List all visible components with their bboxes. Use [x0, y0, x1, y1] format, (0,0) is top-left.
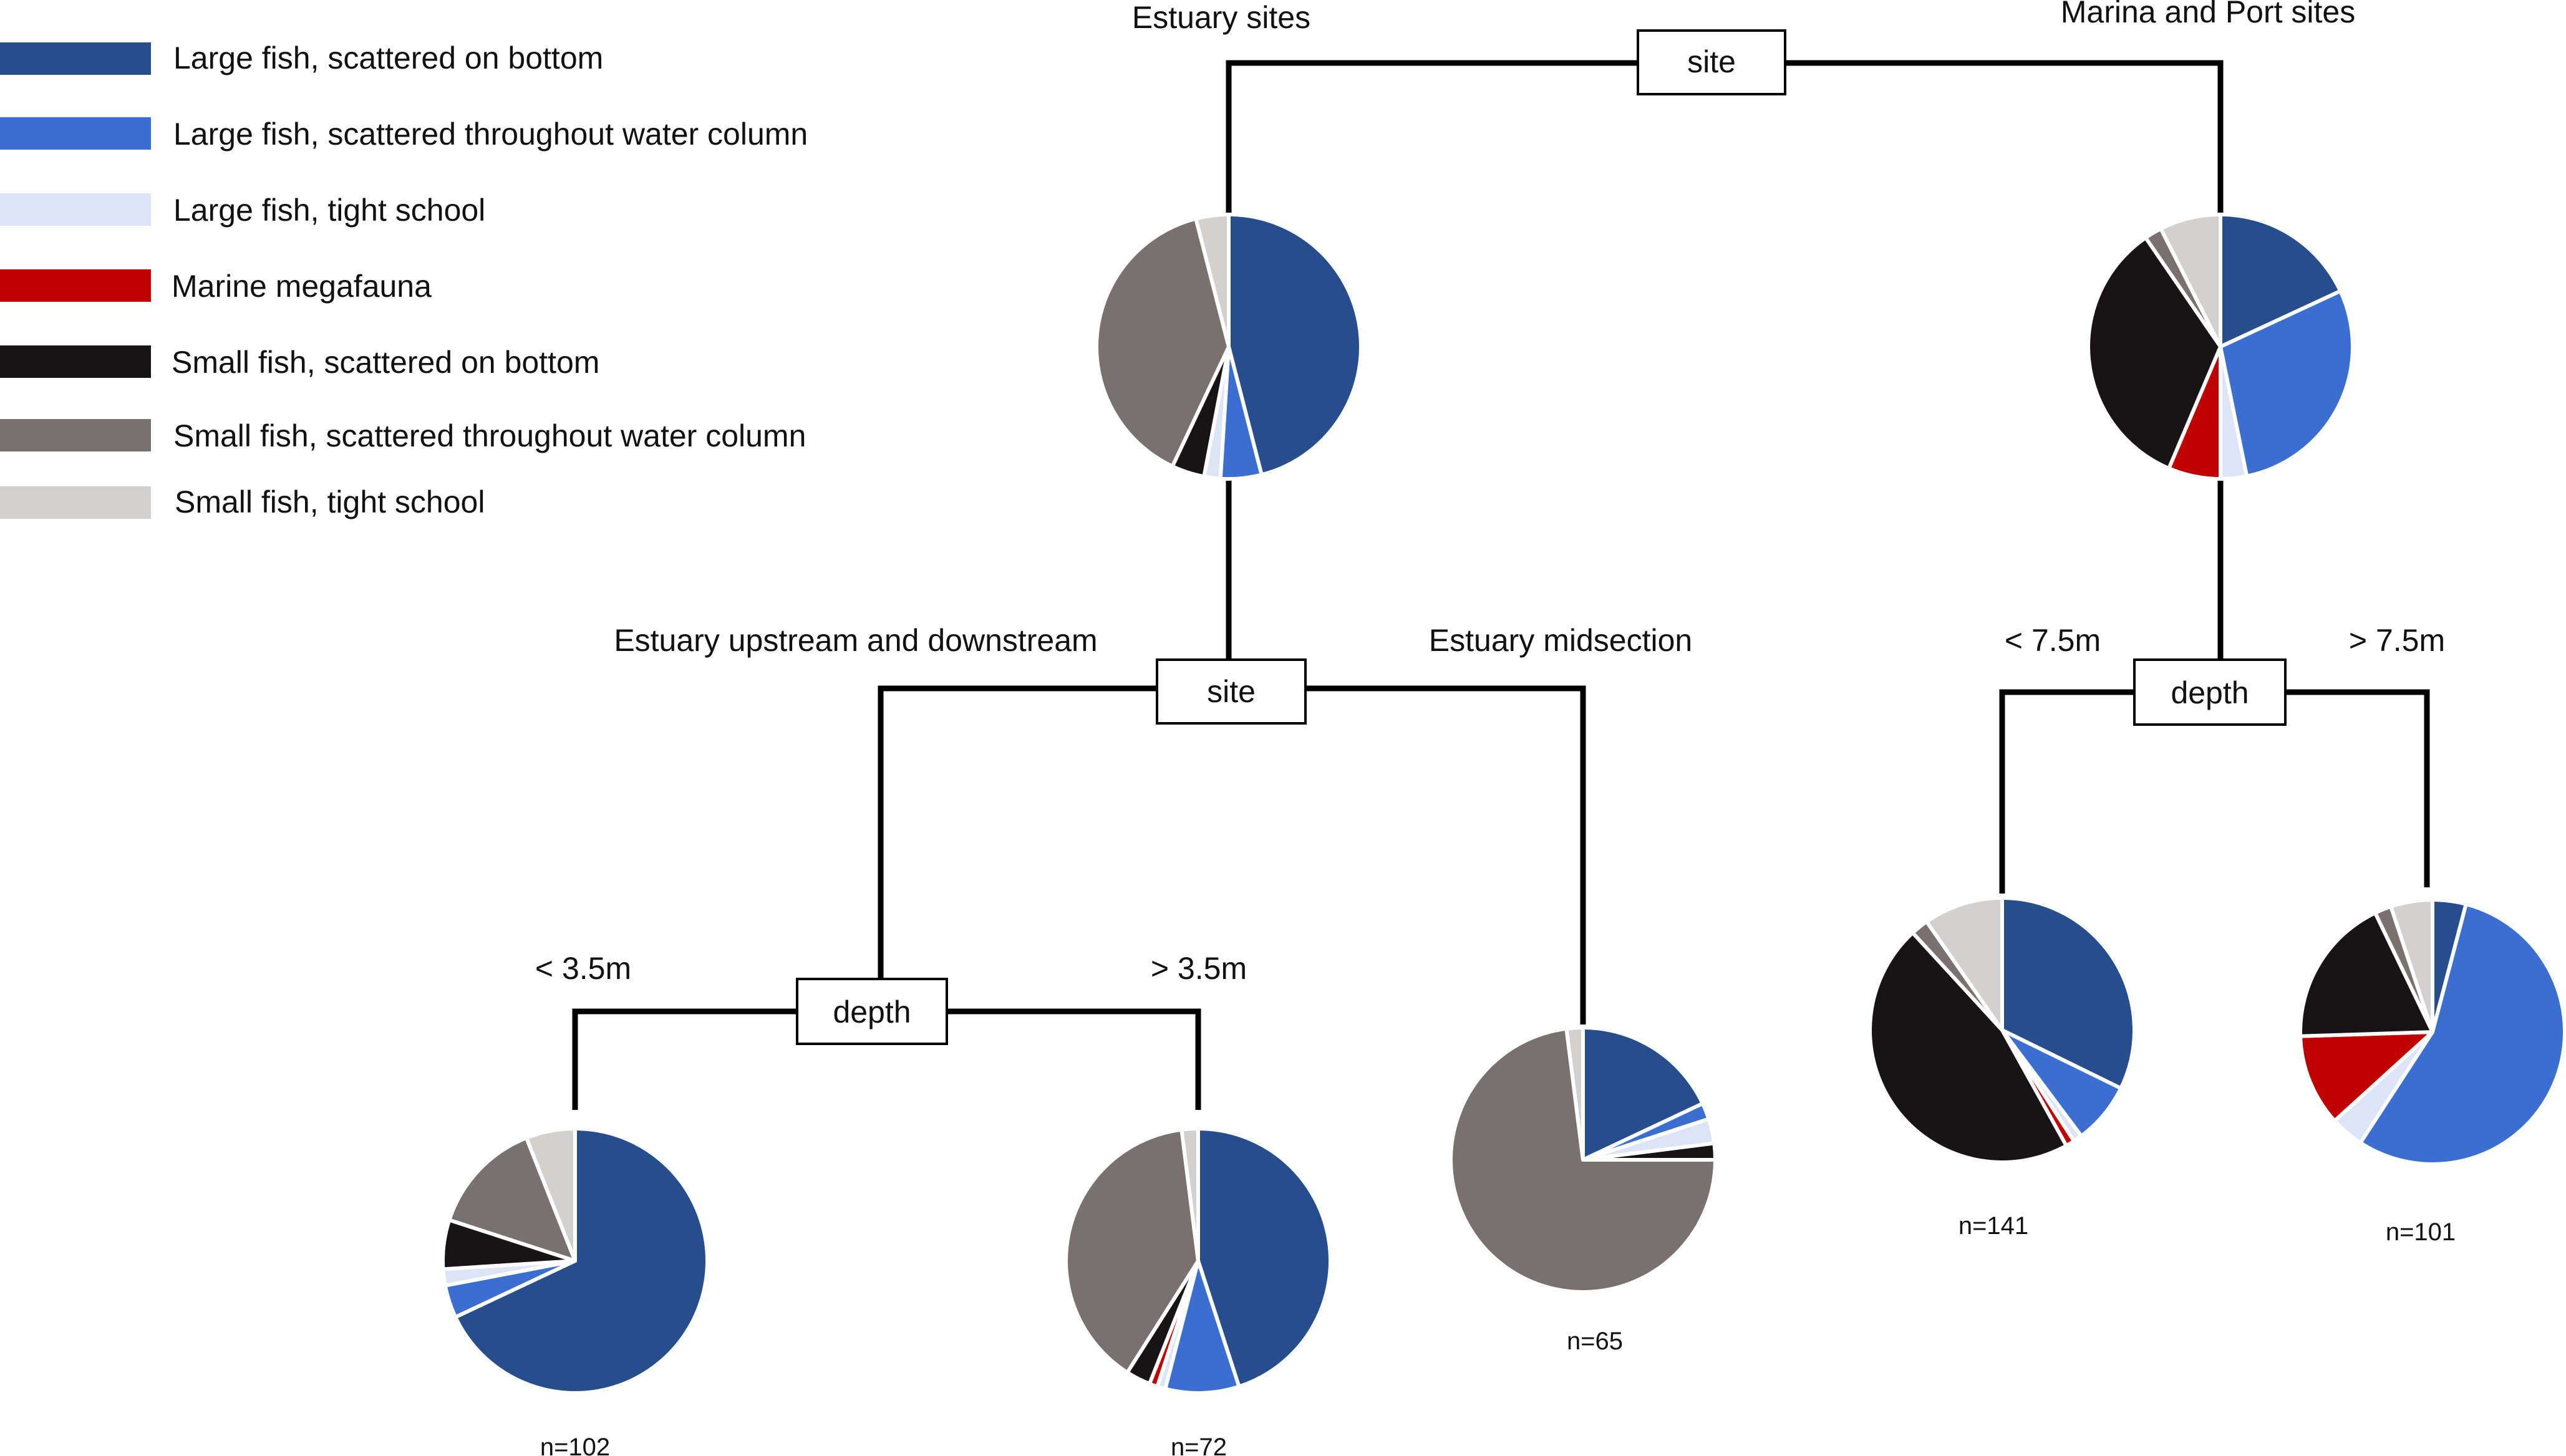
pie-slice-small-school: [2389, 898, 2434, 1034]
legend: Large fish, scattered on bottom Large fi…: [0, 41, 808, 519]
split-box-marina: [2133, 658, 2287, 726]
pie-marina-port-sites: [2086, 213, 2355, 481]
sample-size-labels: n=102 n=72 n=65 n=141 n=101: [540, 1212, 2456, 1456]
branch-label-ud-shallow: < 3.5m: [535, 951, 631, 986]
legend-label-small-bottom: Small fish, scattered on bottom: [172, 345, 599, 380]
split-box-estuary: [1156, 658, 1307, 725]
legend-label-large-school: Large fish, tight school: [173, 193, 485, 228]
pie-slice-small-column: [1064, 1127, 1200, 1374]
split-box-estuary-ud-label: depth: [833, 995, 911, 1029]
pie-slice-large-bottom: [1196, 1127, 1332, 1389]
connector-marina-left: [1999, 689, 2134, 894]
n-label-marina-shallow: n=141: [1958, 1212, 2028, 1240]
pie-slice-small-bottom: [2086, 236, 2222, 471]
pie-slice-large-bottom: [2000, 896, 2136, 1091]
connector-estuary-right: [1305, 685, 1586, 1025]
legend-swatch-large-bottom: [0, 42, 151, 75]
pie-estuary-mid: [1449, 1026, 1717, 1294]
connector-root-right: [1785, 60, 2224, 213]
n-label-marina-deep: n=101: [2386, 1218, 2456, 1246]
n-label-estuary-ud-deep: n=72: [1171, 1434, 1227, 1456]
connector-estuary-left: [878, 685, 1157, 980]
split-box-estuary-ud: [796, 978, 948, 1045]
legend-swatch-small-column: [0, 419, 151, 451]
pie-slice-megafauna: [2298, 1030, 2434, 1123]
legend-swatch-small-school: [0, 486, 151, 519]
branch-label-estuary-midsection: Estuary midsection: [1429, 623, 1692, 658]
pie-marina-deep: [2298, 898, 2566, 1166]
pie-marina-shallow: [1868, 896, 2136, 1164]
pie-estuary-sites: [1095, 213, 1363, 481]
pie-slice-small-school: [1564, 1026, 1585, 1162]
legend-label-large-bottom: Large fish, scattered on bottom: [173, 41, 603, 75]
n-label-estuary-ud-shallow: n=102: [540, 1434, 610, 1456]
pie-slice-small-school: [1194, 213, 1231, 349]
pie-estuary-ud-deep: [1064, 1127, 1332, 1395]
branch-label-marina-shallow: < 7.5m: [2005, 623, 2101, 658]
pie-slice-large-column: [2358, 902, 2566, 1166]
connector-ud-left: [572, 1008, 797, 1110]
pie-estuary-ud-shallow: [441, 1127, 709, 1395]
pie-slice-small-bottom: [1868, 930, 2068, 1164]
pie-slice-large-bottom: [453, 1127, 709, 1395]
branch-labels: Estuary sites Marina and Port sites Estu…: [535, 0, 2445, 986]
connector-ud-right: [947, 1008, 1201, 1110]
split-box-estuary-label: site: [1207, 674, 1256, 709]
connector-root-left: [1226, 60, 1638, 213]
branch-label-estuary-sites: Estuary sites: [1132, 0, 1310, 35]
legend-swatch-large-school: [0, 193, 151, 226]
legend-swatch-large-column: [0, 117, 151, 150]
n-label-estuary-mid: n=65: [1567, 1328, 1623, 1355]
pie-slice-small-school: [1179, 1127, 1200, 1263]
legend-swatch-small-bottom: [0, 345, 151, 378]
pie-slice-small-column: [447, 1135, 577, 1263]
pie-slice-small-school: [1924, 896, 2004, 1032]
split-box-root-label: site: [1687, 44, 1736, 79]
legend-label-small-school: Small fish, tight school: [175, 485, 485, 519]
pie-slice-small-bottom: [2298, 910, 2434, 1038]
legend-label-large-column: Large fish, scattered throughout water c…: [173, 117, 808, 152]
legend-swatch-megafauna: [0, 269, 151, 302]
legend-label-megafauna: Marine megafauna: [172, 269, 432, 304]
tree-connectors: [572, 60, 2430, 1110]
legend-label-small-column: Small fish, scattered throughout water c…: [173, 418, 806, 453]
pie-slice-large-bottom: [1227, 213, 1363, 477]
split-box-root: [1637, 29, 1786, 95]
pie-slice-large-column: [2219, 289, 2355, 478]
branch-label-ud-deep: > 3.5m: [1151, 951, 1247, 986]
branch-label-marina-deep: > 7.5m: [2349, 623, 2445, 658]
pie-slice-large-column: [1163, 1259, 1241, 1395]
pie-slice-small-column: [1095, 216, 1231, 468]
split-box-marina-label: depth: [2171, 675, 2249, 710]
branch-label-marina-port-sites: Marina and Port sites: [2061, 0, 2355, 29]
pie-slice-large-bottom: [2219, 213, 2343, 349]
pie-slice-small-school: [2159, 213, 2222, 349]
branch-label-estuary-updown: Estuary upstream and downstream: [614, 623, 1097, 658]
split-boxes: site site depth depth: [796, 29, 2287, 1045]
pie-slice-large-bottom: [1581, 1026, 1705, 1162]
connector-marina-right: [2285, 689, 2430, 887]
pie-slice-small-school: [524, 1127, 577, 1263]
